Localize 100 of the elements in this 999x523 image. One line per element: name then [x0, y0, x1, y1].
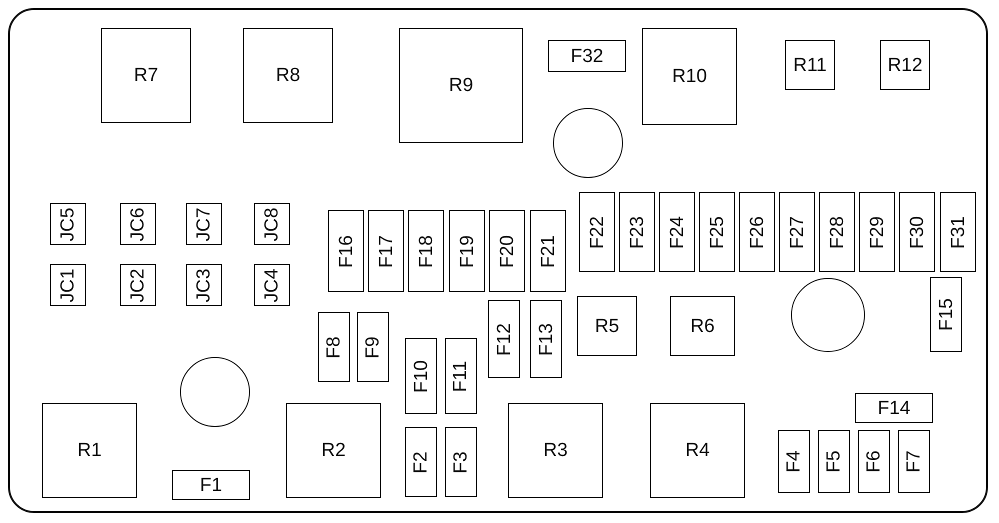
fuse-label: F14: [878, 398, 910, 418]
fuse-socket: [548, 40, 626, 72]
fuse-label: F1: [200, 476, 222, 494]
fuse-socket: [488, 300, 520, 378]
fuse-label: F9: [364, 336, 382, 358]
relay-socket: [286, 403, 381, 498]
connector-label: JC6: [128, 207, 148, 241]
fuse-label: F8: [324, 336, 344, 358]
relay-socket: [650, 403, 745, 498]
fuse-socket: [818, 430, 850, 493]
relay-socket: [785, 40, 835, 90]
fuse-socket: [619, 192, 655, 272]
fuse-label: F16: [336, 234, 356, 268]
relay-socket: [101, 28, 191, 123]
fuse-socket: [408, 210, 444, 292]
junction-connector-socket: [254, 264, 290, 306]
relay-label: R8: [276, 66, 300, 85]
fuse-label: F25: [708, 216, 726, 248]
relay-socket: [399, 28, 523, 143]
relay-socket: [642, 28, 737, 125]
fuse-socket: [930, 277, 962, 352]
relay-socket: [670, 296, 735, 356]
connector-label: JC2: [128, 268, 148, 302]
fuse-label: F24: [668, 216, 686, 248]
fuse-label: F5: [824, 450, 844, 473]
fuse-label: F27: [788, 216, 806, 248]
fuse-socket: [779, 192, 815, 272]
fuse-label: F30: [908, 216, 926, 248]
fuse-socket: [489, 210, 525, 292]
fuse-label: F7: [904, 450, 924, 473]
fuse-label: F13: [536, 322, 556, 356]
fuse-label: F15: [936, 298, 956, 331]
relay-socket: [508, 403, 603, 498]
relay-label: R10: [672, 67, 707, 86]
junction-connector-socket: [50, 203, 86, 245]
relay-socket: [880, 40, 930, 90]
fuse-label: F29: [868, 216, 886, 248]
connector-label: JC1: [58, 268, 78, 302]
connector-label: JC4: [262, 268, 282, 302]
fuse-label: F19: [458, 234, 476, 268]
fuse-socket: [405, 338, 437, 414]
connector-label: JC8: [262, 207, 282, 241]
relay-label: R12: [888, 56, 922, 74]
fuse-label: F6: [864, 450, 884, 473]
fuse-socket: [579, 192, 615, 272]
relay-label: R1: [77, 441, 102, 460]
fuse-socket: [739, 192, 775, 272]
fuse-socket: [859, 192, 895, 272]
fuse-socket: [405, 427, 437, 497]
fuse-socket: [899, 192, 935, 272]
junction-connector-socket: [50, 264, 86, 306]
junction-connector-socket: [120, 203, 156, 245]
mounting-hole: [553, 108, 623, 178]
fuse-socket: [858, 430, 890, 493]
fuse-label: F3: [452, 450, 470, 474]
junction-connector-socket: [254, 203, 290, 245]
fuse-socket: [368, 210, 404, 292]
connector-label: JC5: [58, 207, 78, 241]
relay-socket: [577, 296, 637, 356]
fuse-socket: [172, 470, 250, 500]
fuse-label: F32: [570, 46, 604, 66]
relay-label: R6: [690, 316, 715, 336]
connector-label: JC3: [194, 268, 214, 302]
fuse-socket: [778, 430, 810, 493]
fuse-socket: [659, 192, 695, 272]
relay-label: R5: [594, 316, 620, 336]
junction-connector-socket: [186, 203, 222, 245]
fuse-label: F10: [412, 360, 430, 392]
fuse-socket: [530, 210, 566, 292]
fuse-socket: [357, 312, 389, 382]
relay-label: R3: [543, 441, 568, 460]
fuse-label: F17: [376, 234, 396, 268]
fuse-socket: [318, 312, 350, 382]
fuse-socket: [699, 192, 735, 272]
fuse-label: F18: [416, 234, 436, 268]
junction-connector-socket: [120, 264, 156, 306]
relay-label: R7: [134, 66, 158, 85]
fuse-socket: [530, 300, 562, 378]
fuse-label: F31: [948, 216, 968, 248]
fuse-socket: [328, 210, 364, 292]
fuse-label: F4: [784, 450, 804, 473]
fuse-label: F11: [452, 360, 470, 392]
mounting-hole: [180, 357, 250, 427]
fuse-socket: [940, 192, 976, 272]
fuse-label: F12: [494, 322, 514, 356]
fuse-socket: [445, 338, 477, 414]
relay-label: R2: [321, 441, 346, 460]
relay-socket: [243, 28, 333, 123]
connector-label: JC7: [194, 207, 214, 241]
fuse-socket: [898, 430, 930, 493]
fuse-label: F21: [538, 234, 558, 268]
fuse-socket: [449, 210, 485, 292]
fuse-label: F26: [748, 216, 766, 248]
fuse-label: F2: [412, 450, 430, 474]
fuse-label: F28: [828, 216, 846, 248]
fuse-label: F23: [628, 216, 646, 248]
relay-label: R9: [448, 76, 474, 95]
mounting-hole: [791, 278, 865, 352]
fuse-label: F20: [498, 234, 516, 268]
fuse-socket: [855, 393, 933, 423]
